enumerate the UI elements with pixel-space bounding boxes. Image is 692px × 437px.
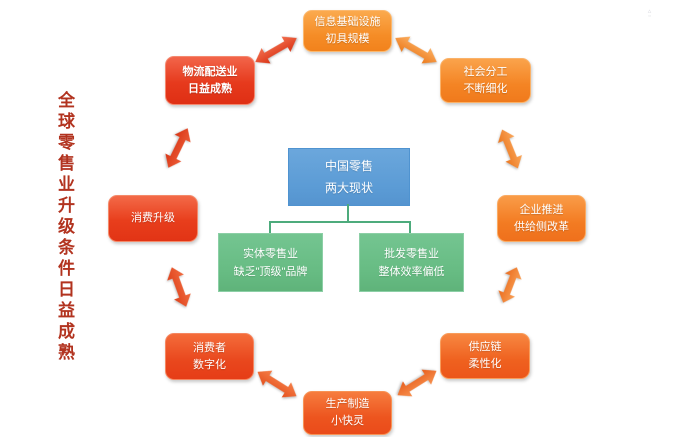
double-arrow-production-consumer — [252, 363, 302, 404]
tree-connector-left-stub — [269, 221, 271, 234]
node-label: 社会分工 — [463, 65, 508, 78]
node-label: 中国零售 — [324, 159, 373, 173]
side-vertical-title: 全球零售业升级条件日益成熟 — [55, 91, 74, 364]
tree-connector-stem — [347, 204, 349, 223]
node-label: 整体效率偏低 — [378, 265, 445, 278]
node-production: 生产制造 小快灵 — [303, 391, 392, 435]
node-label: 初具规模 — [325, 33, 370, 45]
node-label: 两大现状 — [324, 181, 373, 195]
node-label: 柔性化 — [468, 358, 502, 370]
tree-connector-right-stub — [409, 221, 411, 234]
node-label: 不断细化 — [463, 82, 508, 95]
double-arrow-info-social — [390, 29, 442, 70]
node-label: 生产制造 — [325, 398, 370, 410]
node-label: 小快灵 — [331, 415, 364, 427]
node-label: 批发零售业 — [384, 247, 439, 260]
node-social-division: 社会分工 不断细化 — [440, 58, 531, 103]
node-label: 企业推进 — [519, 203, 564, 216]
node-label: 数字化 — [193, 358, 226, 371]
node-label: 消费升级 — [131, 212, 175, 224]
double-arrow-enterprise-supply — [494, 264, 526, 307]
node-info-infrastructure: 信息基础设施 初具规模 — [303, 10, 392, 52]
tiny-artifact-mark: ▵▫ — [647, 8, 652, 20]
node-consumption-upgrade: 消费升级 — [108, 195, 198, 242]
node-label: 信息基础设施 — [314, 16, 381, 28]
node-label: 供给侧改革 — [514, 220, 569, 233]
tree-connector-crossbar — [269, 221, 411, 223]
node-label: 供应链 — [468, 341, 502, 353]
node-china-retail-status: 中国零售 两大现状 — [288, 148, 410, 206]
node-label: 缺乏"顶级"品牌 — [233, 265, 308, 278]
double-arrow-logistics-info — [250, 29, 302, 70]
node-label: 物流配送业 — [182, 65, 238, 78]
node-label: 日益成熟 — [188, 82, 232, 95]
node-physical-retail: 实体零售业 缺乏"顶级"品牌 — [218, 233, 323, 292]
node-logistics: 物流配送业 日益成熟 — [165, 56, 255, 105]
double-arrow-consumer-upgrade — [162, 264, 195, 310]
double-arrow-social-enterprise — [493, 126, 527, 172]
node-wholesale-retail: 批发零售业 整体效率偏低 — [359, 233, 464, 292]
node-label: 消费者 — [193, 341, 226, 354]
node-supply-chain: 供应链 柔性化 — [440, 333, 530, 379]
node-enterprise-reform: 企业推进 供给侧改革 — [497, 195, 586, 242]
double-arrow-upgrade-logistics — [159, 124, 196, 172]
node-consumer-digital: 消费者 数字化 — [165, 333, 254, 380]
node-label: 实体零售业 — [243, 247, 298, 260]
double-arrow-supply-production — [392, 362, 442, 403]
